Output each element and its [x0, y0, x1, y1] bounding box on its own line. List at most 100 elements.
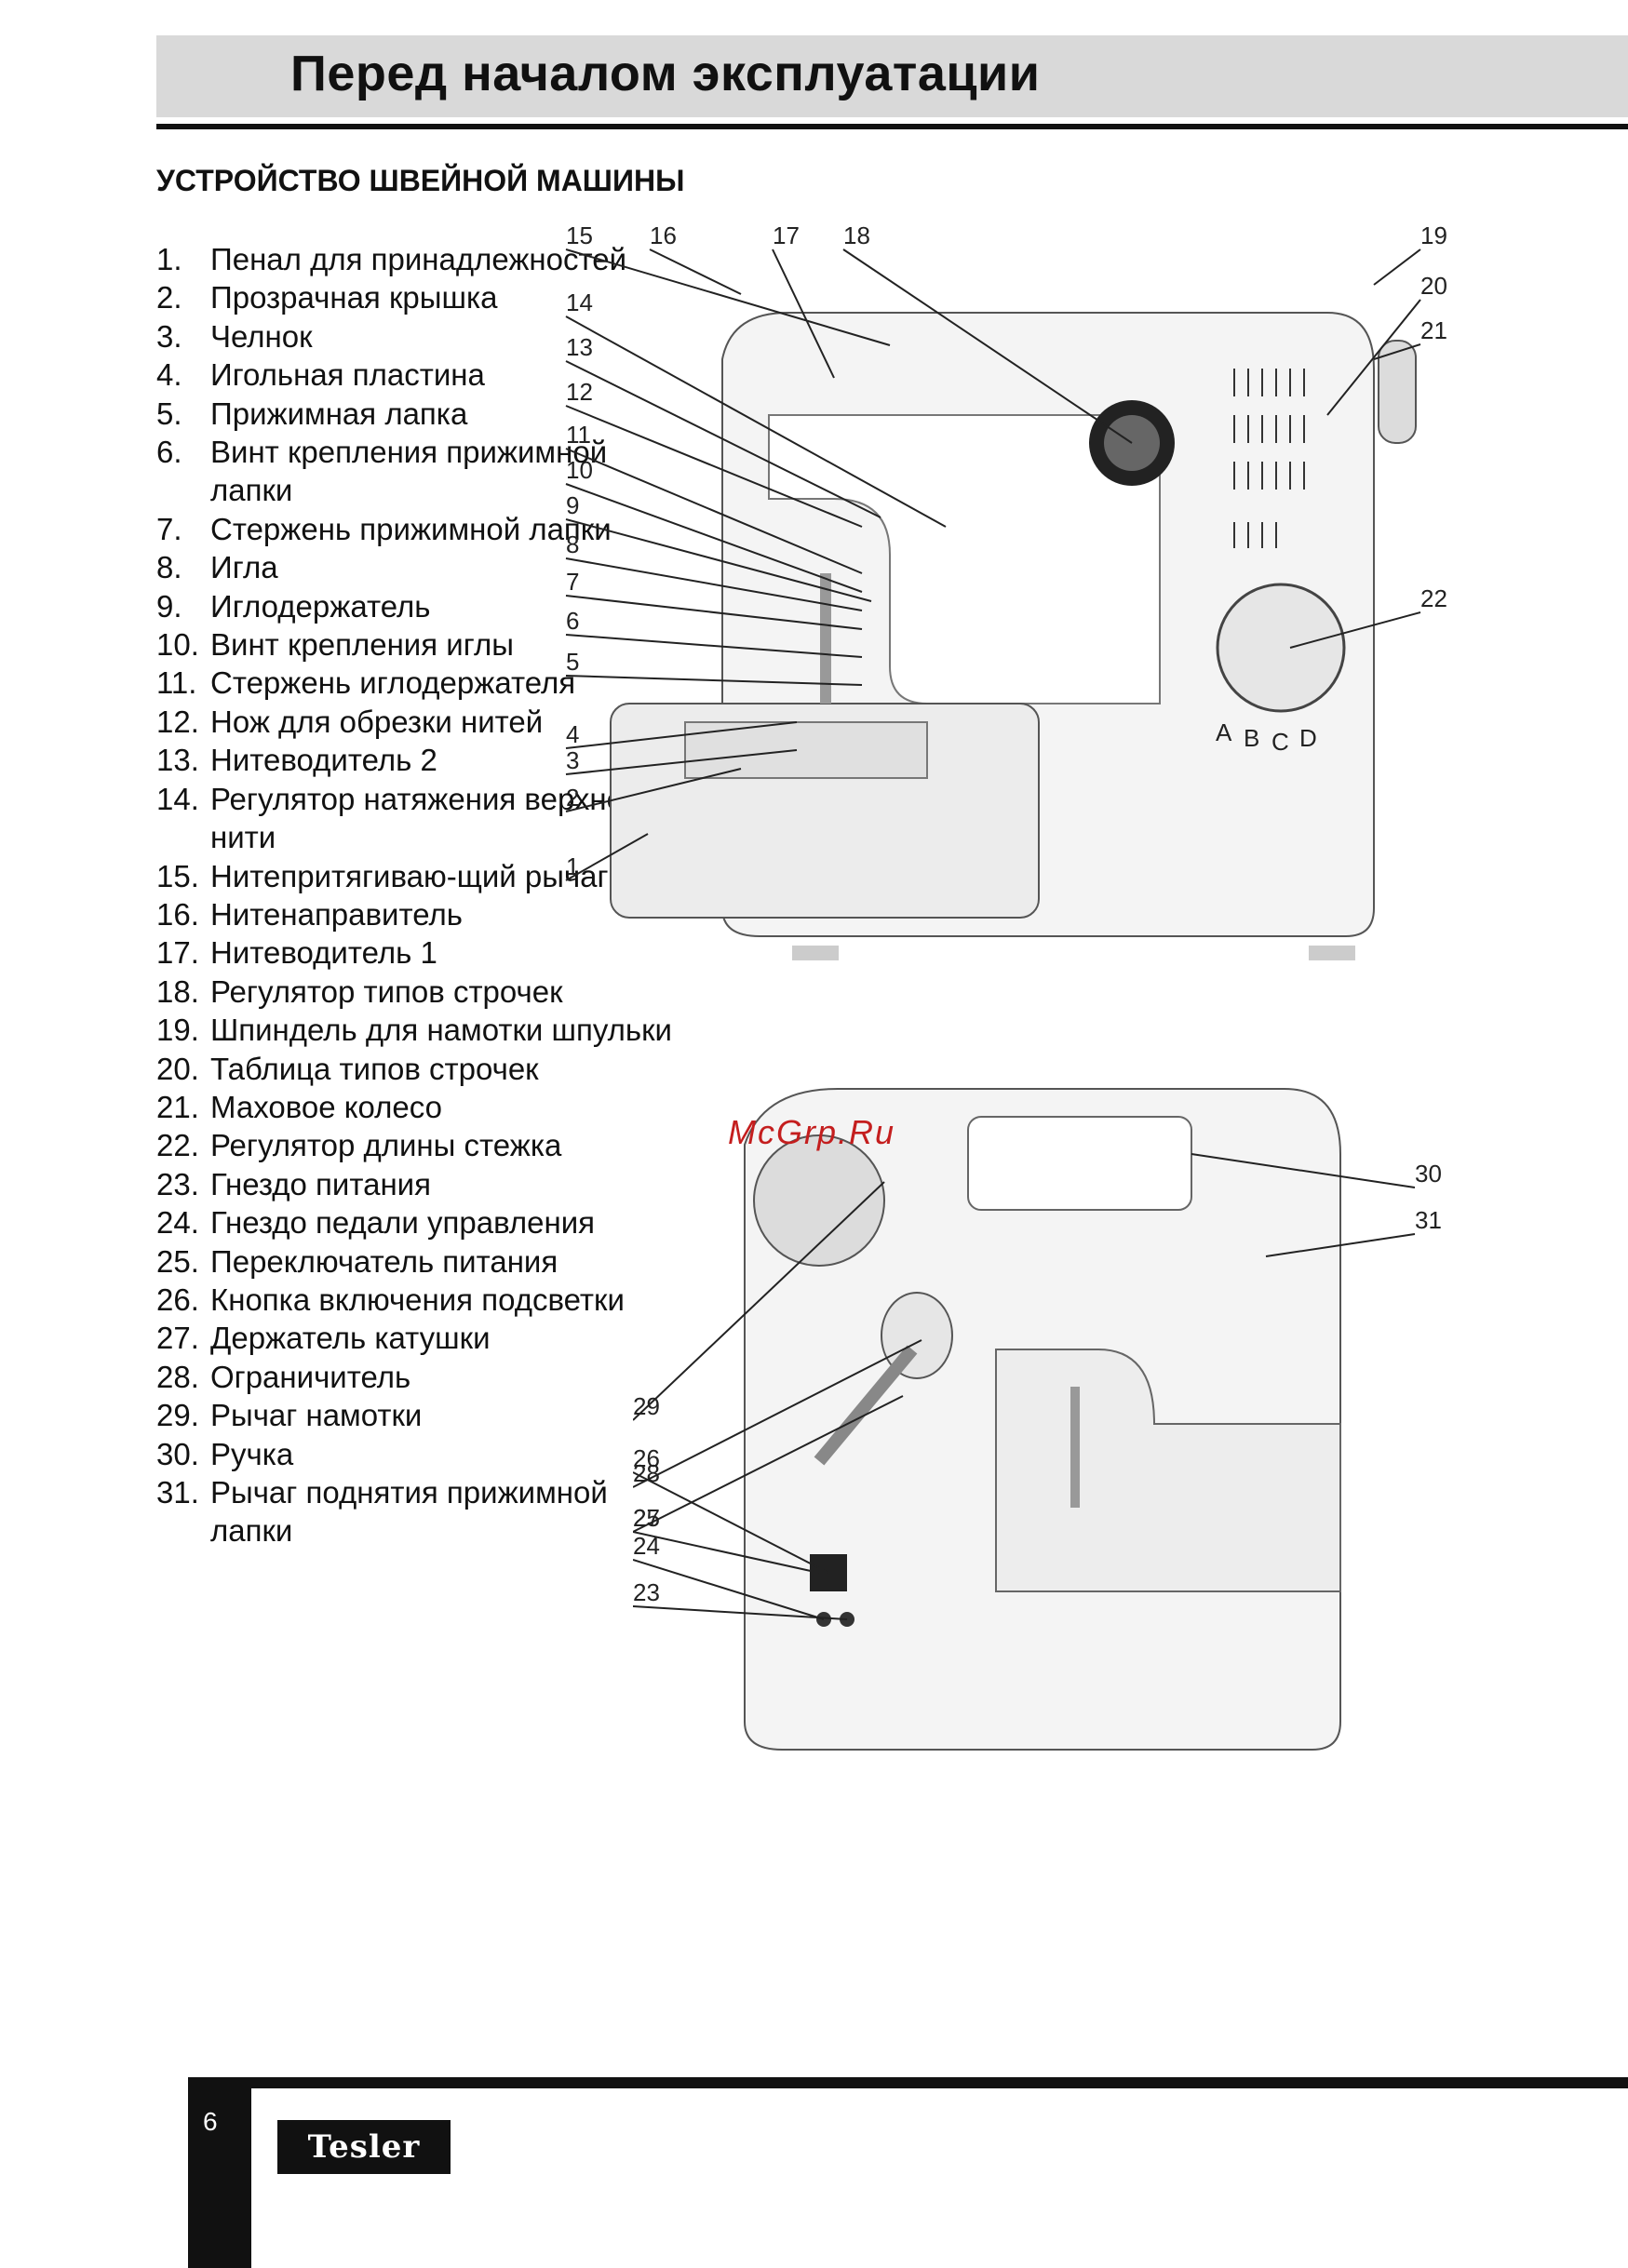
- callout-label: 22: [1420, 584, 1447, 612]
- part-number: 14.: [156, 781, 199, 816]
- watermark: McGrp.Ru: [728, 1113, 896, 1151]
- part-label: Кнопка включения подсветки: [210, 1282, 625, 1317]
- part-label: Ручка: [210, 1436, 294, 1471]
- part-number: 28.: [156, 1359, 199, 1394]
- part-label: Нитенаправитель: [210, 896, 463, 932]
- parts-list-item: 26.Кнопка включения подсветки: [156, 1281, 678, 1319]
- callout-leader: [1326, 299, 1421, 416]
- parts-list-item: 13. Нитеводитель 2: [156, 741, 678, 779]
- part-label: Таблица типов строчек: [210, 1051, 539, 1086]
- parts-list-item: 1.Пенал для принадлежностей: [156, 240, 678, 278]
- callout-label: 21: [1420, 316, 1447, 344]
- part-label: Нитеводитель 2: [210, 743, 437, 778]
- callout-leader: [565, 248, 891, 346]
- parts-list-item: 11.Стержень иглодержателя: [156, 664, 678, 702]
- callout-label: 23: [633, 1578, 660, 1606]
- parts-list-item: 2.Прозрачная крышка: [156, 278, 678, 316]
- callout-leader: [565, 721, 798, 749]
- callout-label: 26: [633, 1444, 660, 1472]
- parts-list-item: 23. Гнездо питания: [156, 1165, 678, 1203]
- parts-list-item: 21.Маховое колесо: [156, 1088, 678, 1126]
- part-number: 18.: [156, 973, 199, 1009]
- part-label: Прижимная лапка: [210, 396, 468, 431]
- callout-label: 17: [773, 221, 800, 249]
- callout-label: 11: [566, 421, 591, 449]
- parts-list-item: 6.Винт крепления прижимной лапки: [156, 433, 678, 510]
- part-number: 20.: [156, 1051, 199, 1086]
- parts-list-item: 17.Нитеводитель 1: [156, 933, 678, 972]
- callout-leader: [565, 405, 863, 528]
- callout-label: 12: [566, 378, 593, 406]
- parts-list-item: 8. Игла: [156, 548, 678, 586]
- part-number: 13.: [156, 743, 199, 778]
- parts-list-item: 4. Игольная пластина: [156, 356, 678, 394]
- part-number: 8.: [156, 550, 182, 585]
- section-title: УСТРОЙСТВО ШВЕЙНОЙ МАШИНЫ: [156, 164, 685, 197]
- parts-list-item: 22. Регулятор длины стежка: [156, 1126, 678, 1164]
- part-label: Рычаг поднятия прижимной лапки: [210, 1475, 608, 1549]
- part-number: 29.: [156, 1398, 199, 1433]
- part-number: 4.: [156, 357, 182, 393]
- machine-front-body: [610, 312, 1417, 960]
- dial-letter: A: [1216, 718, 1232, 746]
- part-label: Винт крепления прижимной лапки: [210, 435, 608, 508]
- part-label: Стержень прижимной лапки: [210, 511, 612, 546]
- callout-label: 5: [566, 648, 579, 676]
- part-label: Челнок: [210, 318, 313, 354]
- parts-list-item: 29.Рычаг намотки: [156, 1396, 678, 1434]
- callout-leader: [565, 768, 742, 812]
- part-label: Игольная пластина: [210, 357, 485, 393]
- callout-label: 16: [650, 221, 677, 249]
- part-label: Маховое колесо: [210, 1089, 442, 1124]
- part-number: 19.: [156, 1013, 199, 1048]
- dial-letter: B: [1244, 724, 1259, 752]
- part-number: 5.: [156, 396, 182, 431]
- callout-label: 18: [843, 221, 870, 249]
- part-number: 22.: [156, 1128, 199, 1163]
- callout-label: 7: [566, 568, 579, 596]
- callout-label: 2: [566, 784, 579, 812]
- callout-label: 4: [566, 720, 579, 748]
- part-number: 9.: [156, 588, 182, 624]
- parts-list-item: 28. Ограничитель: [156, 1358, 678, 1396]
- callout-leader: [633, 1531, 820, 1574]
- callout-leader: [633, 1605, 848, 1620]
- part-label: Игла: [210, 550, 278, 585]
- header-bar: [156, 35, 1628, 117]
- parts-list-item: 9.Иглодержатель: [156, 587, 678, 625]
- part-label: Гнездо питания: [210, 1166, 431, 1201]
- parts-list-item: 7.Стержень прижимной лапки: [156, 510, 678, 548]
- callout-label: 30: [1415, 1160, 1442, 1188]
- callout-label: 13: [566, 333, 593, 361]
- callout-leader: [565, 833, 649, 881]
- part-number: 1.: [156, 242, 182, 276]
- parts-list-item: 5. Прижимная лапка: [156, 395, 678, 433]
- callout-leader: [565, 315, 947, 528]
- callout-leader: [565, 448, 863, 574]
- parts-list-item: 12.Нож для обрезки нитей: [156, 703, 678, 741]
- callout-label: 28: [633, 1459, 660, 1487]
- part-label: Ограничитель: [210, 1359, 411, 1394]
- page-title: Перед началом эксплуатации: [290, 46, 1041, 101]
- callout-leader: [1191, 1153, 1416, 1188]
- parts-list-item: 30.Ручка: [156, 1435, 678, 1473]
- callout-label: 10: [566, 456, 593, 484]
- part-label: Держатель катушки: [210, 1321, 491, 1356]
- callout-leader: [1289, 611, 1421, 649]
- part-number: 23.: [156, 1166, 199, 1201]
- part-label: Регулятор типов строчек: [210, 973, 563, 1009]
- callout-leader: [1373, 343, 1421, 360]
- callout-leader: [633, 1339, 922, 1488]
- callout-leader: [565, 518, 872, 602]
- part-number: 15.: [156, 858, 199, 893]
- part-label: Регулятор длины стежка: [210, 1128, 562, 1163]
- part-label: Переключатель питания: [210, 1243, 558, 1279]
- footer-rule: [188, 2077, 1628, 2088]
- callout-leader: [633, 1471, 829, 1574]
- callout-label: 3: [566, 746, 579, 774]
- parts-list-item: 15.Нитепритягиваю-щий рычаг: [156, 857, 678, 895]
